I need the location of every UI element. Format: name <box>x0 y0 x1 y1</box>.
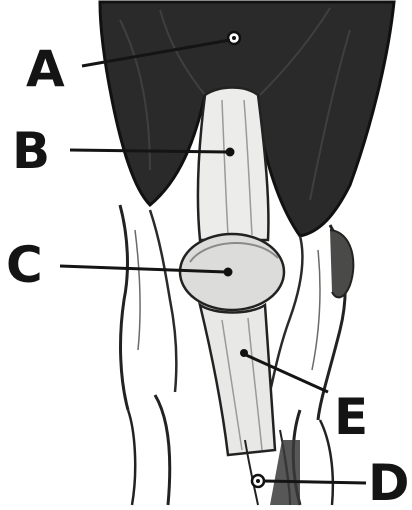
label-c: C <box>6 240 43 290</box>
leader-line-b <box>70 150 228 152</box>
quadriceps-tendon <box>198 88 268 241</box>
label-b: B <box>12 126 50 176</box>
patellar-ligament <box>200 305 275 455</box>
label-a: A <box>26 44 65 94</box>
label-d: D <box>368 458 410 508</box>
label-e: E <box>334 392 368 442</box>
leader-line-d <box>264 481 366 483</box>
